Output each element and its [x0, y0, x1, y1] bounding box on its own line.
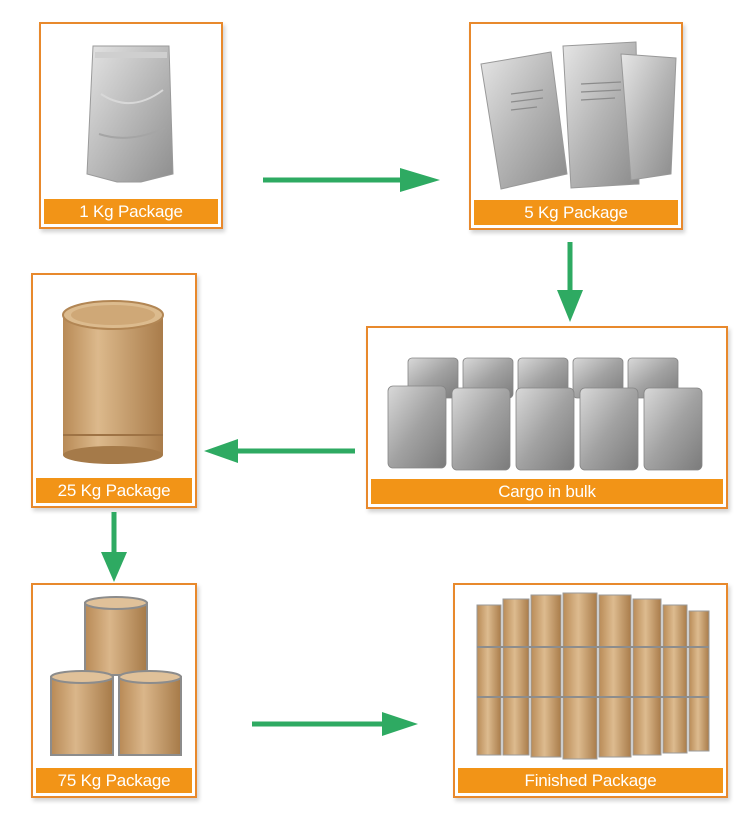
arrow-right-icon — [252, 712, 418, 736]
drum-pallet-icon — [476, 592, 710, 760]
bulk-bags-icon — [387, 357, 703, 471]
step-card-5kg: 5 Kg Package — [469, 22, 683, 230]
stacked-drums-icon — [50, 596, 182, 756]
step-label: 75 Kg Package — [36, 768, 192, 793]
foil-pouch-icon — [86, 45, 174, 183]
step-label: 1 Kg Package — [44, 199, 218, 224]
step-card-75kg: 75 Kg Package — [31, 583, 197, 798]
fiber-drum-icon — [62, 300, 164, 464]
arrow-left-icon — [204, 439, 355, 463]
arrow-down-icon — [557, 242, 583, 322]
step-card-finished: Finished Package — [453, 583, 728, 798]
step-label: Cargo in bulk — [371, 479, 723, 504]
step-label: Finished Package — [458, 768, 723, 793]
step-card-bulk: Cargo in bulk — [366, 326, 728, 509]
arrow-down-icon — [101, 512, 127, 582]
arrow-right-icon — [263, 168, 440, 192]
step-label: 5 Kg Package — [474, 200, 678, 225]
step-card-1kg: 1 Kg Package — [39, 22, 223, 229]
foil-bags-icon — [480, 41, 677, 190]
step-card-25kg: 25 Kg Package — [31, 273, 197, 508]
step-label: 25 Kg Package — [36, 478, 192, 503]
